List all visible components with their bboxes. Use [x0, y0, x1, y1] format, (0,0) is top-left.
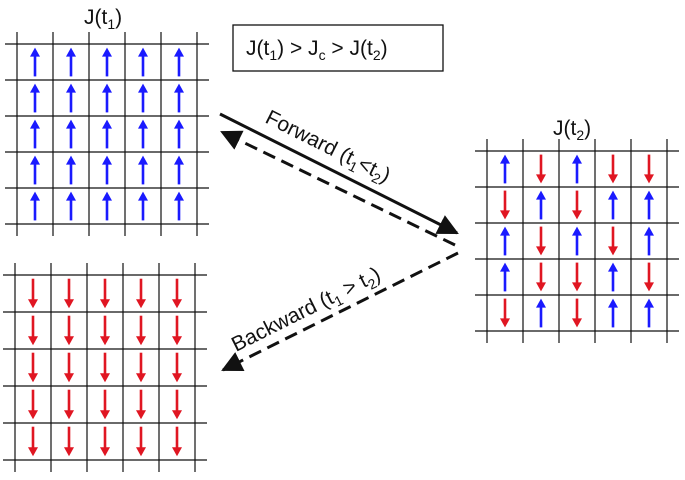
spin-down-arrow-icon	[608, 154, 618, 184]
spin-up-arrow-icon	[608, 298, 618, 328]
spin-up-arrow-icon	[66, 119, 76, 149]
spin-up-arrow-icon	[500, 226, 510, 256]
spin-down-arrow-icon	[28, 278, 38, 309]
spin-up-arrow-icon	[644, 226, 654, 256]
spin-down-arrow-icon	[608, 226, 618, 256]
spin-up-arrow-icon	[138, 47, 148, 77]
spin-down-arrow-icon	[136, 315, 146, 346]
spin-up-arrow-icon	[102, 47, 112, 77]
spin-down-arrow-icon	[172, 426, 182, 457]
spin-down-arrow-icon	[64, 315, 74, 346]
spin-down-arrow-icon	[136, 278, 146, 309]
spin-up-arrow-icon	[174, 191, 184, 221]
spin-up-arrow-icon	[30, 191, 40, 221]
spin-down-arrow-icon	[64, 278, 74, 309]
spin-down-arrow-icon	[536, 154, 546, 184]
spin-down-arrow-icon	[64, 426, 74, 457]
spin-down-arrow-icon	[64, 352, 74, 383]
spin-up-arrow-icon	[66, 47, 76, 77]
spin-down-arrow-icon	[28, 426, 38, 457]
spin-up-arrow-icon	[644, 298, 654, 328]
spin-up-arrow-icon	[30, 119, 40, 149]
spin-down-arrow-icon	[100, 389, 110, 420]
spin-down-arrow-icon	[572, 298, 582, 328]
spin-up-arrow-icon	[30, 47, 40, 77]
spin-up-arrow-icon	[102, 155, 112, 185]
backward-dashed-arrow	[221, 251, 459, 372]
spin-down-arrow-icon	[500, 190, 510, 220]
spin-up-arrow-icon	[138, 191, 148, 221]
spin-down-arrow-icon	[644, 262, 654, 292]
spin-down-arrow-icon	[100, 352, 110, 383]
spin-up-arrow-icon	[608, 262, 618, 292]
spin-up-arrow-icon	[66, 191, 76, 221]
spin-up-arrow-icon	[174, 47, 184, 77]
grid-top-left	[5, 32, 209, 236]
spin-down-arrow-icon	[64, 389, 74, 420]
spin-up-arrow-icon	[174, 119, 184, 149]
spin-up-arrow-icon	[174, 155, 184, 185]
spin-up-arrow-icon	[102, 191, 112, 221]
spin-down-arrow-icon	[28, 352, 38, 383]
spin-up-arrow-icon	[500, 262, 510, 292]
spin-up-arrow-icon	[500, 154, 510, 184]
spin-up-arrow-icon	[102, 119, 112, 149]
spin-down-arrow-icon	[172, 278, 182, 309]
spin-up-arrow-icon	[30, 155, 40, 185]
spin-up-arrow-icon	[102, 83, 112, 113]
spin-down-arrow-icon	[28, 315, 38, 346]
spin-up-arrow-icon	[644, 190, 654, 220]
spin-up-arrow-icon	[138, 155, 148, 185]
return-dashed-arrow	[220, 130, 456, 247]
spin-up-arrow-icon	[572, 226, 582, 256]
spin-up-arrow-icon	[30, 83, 40, 113]
top-left-title: J(t1)	[84, 6, 122, 32]
spin-down-arrow-icon	[172, 315, 182, 346]
spin-down-arrow-icon	[572, 262, 582, 292]
spin-down-arrow-icon	[100, 315, 110, 346]
forward-arrow	[219, 112, 459, 235]
spin-up-arrow-icon	[536, 298, 546, 328]
spin-down-arrow-icon	[100, 278, 110, 309]
spin-up-arrow-icon	[536, 190, 546, 220]
spin-down-arrow-icon	[644, 154, 654, 184]
spin-down-arrow-icon	[572, 190, 582, 220]
spin-up-arrow-icon	[174, 83, 184, 113]
grid-bottom-left	[3, 263, 207, 472]
spin-down-arrow-icon	[172, 352, 182, 383]
spin-down-arrow-icon	[172, 389, 182, 420]
spin-down-arrow-icon	[136, 389, 146, 420]
right-title: J(t2)	[553, 117, 591, 143]
spin-up-arrow-icon	[66, 83, 76, 113]
spin-down-arrow-icon	[136, 352, 146, 383]
spin-down-arrow-icon	[536, 226, 546, 256]
spin-down-arrow-icon	[536, 262, 546, 292]
spin-up-arrow-icon	[66, 155, 76, 185]
spin-up-arrow-icon	[608, 190, 618, 220]
spin-down-arrow-icon	[136, 426, 146, 457]
backward-label: Backward (t1 > t2)	[228, 263, 386, 359]
condition-box	[232, 24, 444, 72]
spin-down-arrow-icon	[28, 389, 38, 420]
spin-up-arrow-icon	[138, 119, 148, 149]
spin-up-arrow-icon	[138, 83, 148, 113]
condition-text: J(t1) > Jc > J(t2)	[246, 37, 388, 63]
spin-down-arrow-icon	[100, 426, 110, 457]
grid-right	[475, 139, 679, 343]
spin-down-arrow-icon	[500, 298, 510, 328]
forward-label: Forward (t1<t2)	[260, 106, 394, 190]
spin-up-arrow-icon	[572, 154, 582, 184]
